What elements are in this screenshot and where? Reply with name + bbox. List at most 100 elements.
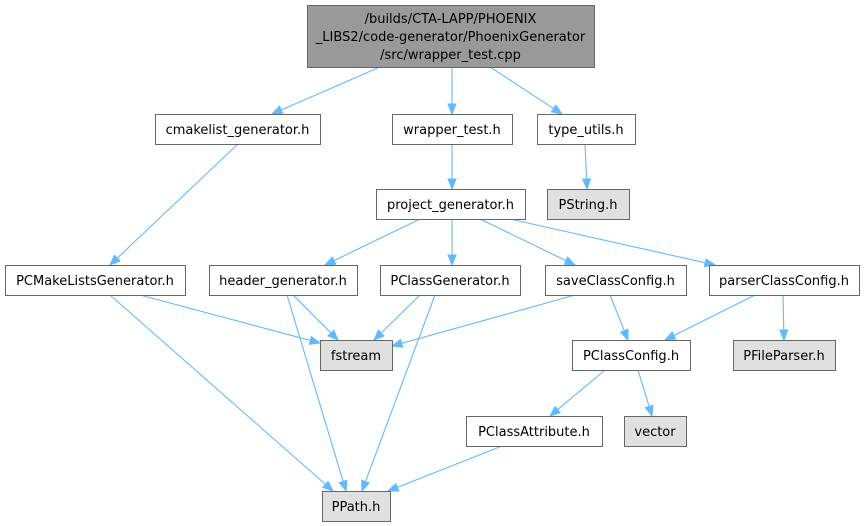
edge-pcmakelistsgenerator_h-to-fstream bbox=[139, 294, 322, 345]
edge-line bbox=[364, 294, 436, 482]
node-pclassattribute-h[interactable]: PClassAttribute.h bbox=[466, 416, 603, 447]
edge-header_generator_h-to-ppath_h bbox=[286, 294, 348, 493]
edge-arrowhead bbox=[619, 328, 629, 342]
node-box bbox=[466, 416, 603, 447]
node-box bbox=[307, 5, 595, 68]
edge-parserclassconfig_h-to-pclassconfig_h bbox=[663, 294, 756, 341]
edge-line bbox=[584, 143, 588, 180]
edge-arrowhead bbox=[390, 338, 404, 348]
node-label: wrapper_test.h bbox=[403, 123, 501, 138]
edge-project_generator_h-to-pclassgenerator_h bbox=[447, 219, 457, 267]
edge-pclassgenerator_h-to-ppath_h bbox=[361, 294, 436, 493]
node-type-utils-h[interactable]: type_utils.h bbox=[537, 114, 636, 145]
node-label: PCMakeListsGenerator.h bbox=[16, 274, 174, 289]
node-label: /src/wrapper_test.cpp bbox=[380, 48, 521, 63]
node-box bbox=[380, 265, 521, 296]
edge-line bbox=[782, 294, 785, 331]
edge-arrowhead bbox=[270, 105, 284, 115]
edge-line bbox=[292, 294, 332, 334]
node-label: project_generator.h bbox=[387, 198, 514, 213]
edge-arrowhead bbox=[373, 329, 385, 341]
node-pcmakelistsgenerator-h[interactable]: PCMakeListsGenerator.h bbox=[5, 265, 186, 296]
node-label: PPath.h bbox=[332, 500, 381, 515]
node-box bbox=[322, 491, 391, 522]
edge-wrapper_test_h-to-project_generator_h bbox=[447, 144, 457, 191]
node-cmakelist-generator-h[interactable]: cmakelist_generator.h bbox=[155, 114, 321, 145]
edge-line bbox=[401, 294, 576, 344]
edge-line bbox=[609, 294, 625, 331]
edge-line bbox=[280, 66, 381, 111]
node-label: PClassConfig.h bbox=[583, 349, 679, 364]
edge-line bbox=[509, 218, 706, 264]
edge-arrowhead bbox=[779, 329, 789, 342]
edge-pclassconfig_h-to-pclassattribute_h bbox=[548, 369, 606, 417]
edge-arrowhead bbox=[321, 480, 335, 492]
node-pclassgenerator-h[interactable]: PClassGenerator.h bbox=[380, 265, 521, 296]
node-box bbox=[545, 265, 687, 296]
node-label: PClassAttribute.h bbox=[478, 425, 590, 440]
edge-root-to-type_utils_h bbox=[489, 66, 564, 115]
edge-line bbox=[637, 369, 650, 407]
node-box bbox=[733, 340, 836, 371]
node-pclassconfig-h[interactable]: PClassConfig.h bbox=[572, 340, 691, 371]
node-box bbox=[320, 340, 393, 371]
edge-project_generator_h-to-saveclassconfig_h bbox=[479, 218, 577, 266]
node-box bbox=[547, 189, 630, 220]
node-label: fstream bbox=[331, 349, 381, 364]
node-label: PString.h bbox=[558, 198, 617, 213]
node-header-generator-h[interactable]: header_generator.h bbox=[209, 265, 358, 296]
node-label: header_generator.h bbox=[219, 274, 347, 289]
edge-arrowhead bbox=[308, 335, 322, 345]
node-ppath-h: PPath.h bbox=[322, 491, 391, 522]
edge-saveclassconfig_h-to-pclassconfig_h bbox=[609, 294, 629, 342]
node-box bbox=[5, 265, 186, 296]
node-project-generator-h[interactable]: project_generator.h bbox=[376, 189, 526, 220]
edge-arrowhead bbox=[447, 178, 457, 191]
node-parserclassconfig-h[interactable]: parserClassConfig.h bbox=[709, 265, 860, 296]
node-label: _LIBS2/code-generator/PhoenixGenerator bbox=[315, 30, 586, 45]
node-label: PClassGenerator.h bbox=[390, 274, 509, 289]
edge-saveclassconfig_h-to-fstream bbox=[390, 294, 576, 348]
edge-arrowhead bbox=[447, 254, 457, 267]
node-box bbox=[709, 265, 860, 296]
edge-arrowhead bbox=[644, 404, 654, 418]
node-fstream: fstream bbox=[320, 340, 393, 371]
edge-arrowhead bbox=[338, 479, 348, 493]
edges-layer bbox=[109, 66, 789, 493]
node-box bbox=[537, 114, 636, 145]
edge-line bbox=[673, 294, 756, 337]
node-box bbox=[155, 114, 321, 145]
node-pfileparser-h: PFileParser.h bbox=[733, 340, 836, 371]
edge-line bbox=[139, 294, 311, 341]
edge-line bbox=[489, 66, 554, 109]
edge-line bbox=[557, 369, 606, 411]
node-label: saveClassConfig.h bbox=[556, 274, 675, 289]
node-label: type_utils.h bbox=[548, 123, 623, 138]
edge-pclassconfig_h-to-vector bbox=[637, 369, 654, 418]
node-box bbox=[572, 340, 691, 371]
node-vector: vector bbox=[624, 416, 687, 447]
edge-cmakelist_generator_h-to-pcmakelistsgenerator_h bbox=[109, 143, 239, 266]
edge-type_utils_h-to-pstring_h bbox=[581, 143, 592, 191]
edge-arrowhead bbox=[109, 254, 121, 266]
node-label: /builds/CTA-LAPP/PHOENIX bbox=[365, 12, 537, 27]
edge-arrowhead bbox=[663, 331, 677, 341]
edge-arrowhead bbox=[581, 178, 592, 191]
edge-line bbox=[286, 294, 344, 482]
edge-line bbox=[380, 294, 421, 334]
node-label: cmakelist_generator.h bbox=[166, 123, 310, 138]
edge-pclassgenerator_h-to-fstream bbox=[373, 294, 421, 341]
edge-project_generator_h-to-parserclassconfig_h bbox=[509, 218, 717, 268]
edge-parserclassconfig_h-to-pfileparser_h bbox=[779, 294, 789, 342]
edge-header_generator_h-to-fstream bbox=[292, 294, 339, 341]
edge-root-to-wrapper_test_h bbox=[447, 67, 457, 116]
edge-arrowhead bbox=[327, 329, 339, 341]
node-label: PFileParser.h bbox=[743, 349, 824, 364]
node-saveclassconfig-h[interactable]: saveClassConfig.h bbox=[545, 265, 687, 296]
edge-project_generator_h-to-header_generator_h bbox=[323, 218, 421, 266]
edge-line bbox=[333, 218, 421, 262]
edge-arrowhead bbox=[550, 104, 564, 115]
edge-arrowhead bbox=[563, 256, 577, 266]
node-wrapper-test-h[interactable]: wrapper_test.h bbox=[392, 114, 513, 145]
